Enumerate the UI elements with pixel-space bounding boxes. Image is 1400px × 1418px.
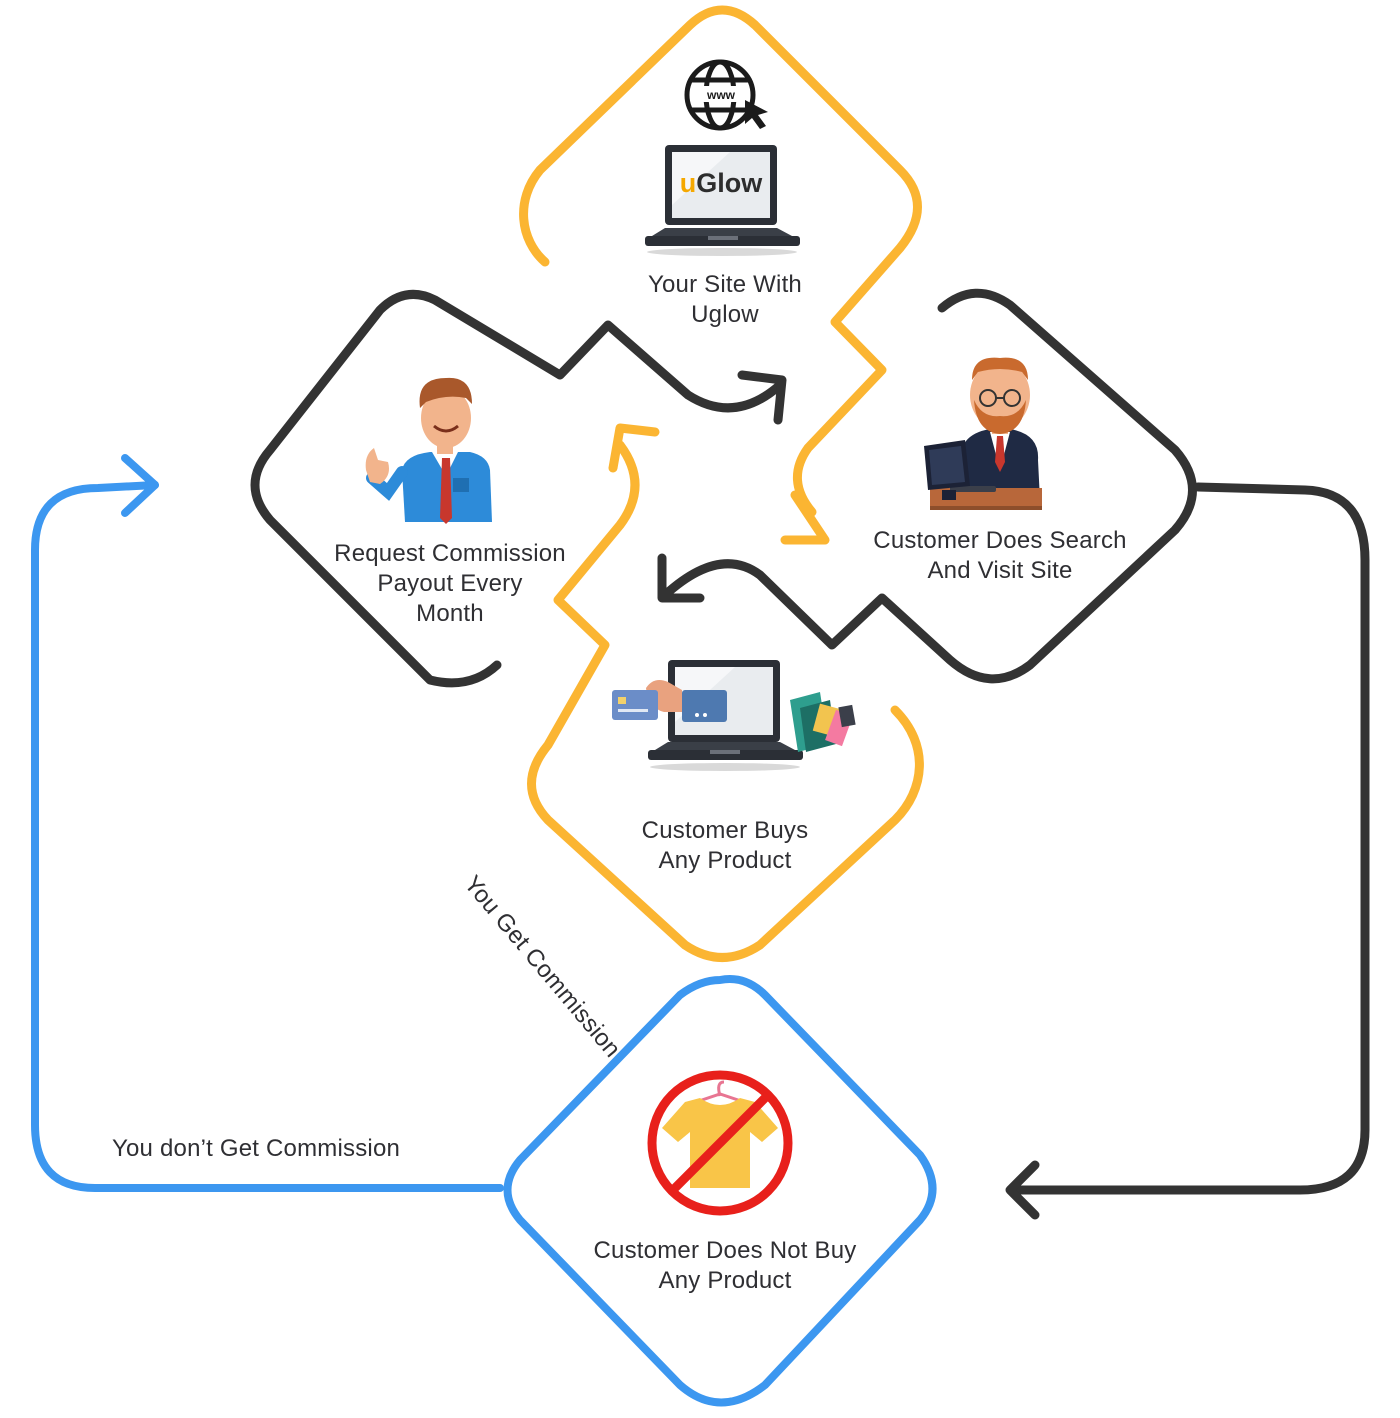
svg-text:uGlow: uGlow [680, 168, 763, 198]
credit-card-icon [612, 690, 658, 720]
laptop-card-payment-icon [612, 660, 856, 771]
dark-connector-right [1012, 487, 1365, 1190]
search-node-label: Customer Does Search And Visit Site [850, 526, 1150, 586]
shopping-bags-icon [790, 692, 856, 752]
request-node-label: Request Commission Payout Every Month [320, 539, 580, 629]
logo-glow: Glow [696, 168, 763, 198]
search-label-line2: And Visit Site [850, 556, 1150, 586]
laptop-icon: uGlow [645, 145, 800, 256]
logo-u: u [680, 168, 697, 198]
dark-loop [255, 293, 1365, 1215]
svg-text:www: www [706, 88, 736, 102]
notbuy-node-label: Customer Does Not Buy Any Product [560, 1236, 890, 1296]
yellow-loop-top [524, 10, 918, 512]
search-label-line1: Customer Does Search [850, 526, 1150, 556]
request-label-line1: Request Commission [320, 539, 580, 569]
thumbs-up-man-icon [366, 378, 492, 524]
www-globe-laptop-icon: www uGlow [645, 62, 800, 256]
request-label-line3: Month [320, 599, 580, 629]
request-label-line2: Payout Every [320, 569, 580, 599]
buys-label-line1: Customer Buys [600, 816, 850, 846]
cursor-icon [745, 100, 768, 129]
site-label-line1: Your Site With [600, 270, 850, 300]
no-commission-label: You don’t Get Commission [112, 1134, 432, 1164]
site-label-line2: Uglow [600, 300, 850, 330]
blue-diamond [508, 979, 933, 1403]
site-node-label: Your Site With Uglow [600, 270, 850, 330]
man-at-computer-icon [924, 358, 1042, 510]
buys-label-line2: Any Product [600, 846, 850, 876]
notbuy-label-line1: Customer Does Not Buy [560, 1236, 890, 1266]
notbuy-label-line2: Any Product [560, 1266, 890, 1296]
no-shirt-icon [652, 1075, 788, 1211]
buys-node-label: Customer Buys Any Product [600, 816, 850, 876]
